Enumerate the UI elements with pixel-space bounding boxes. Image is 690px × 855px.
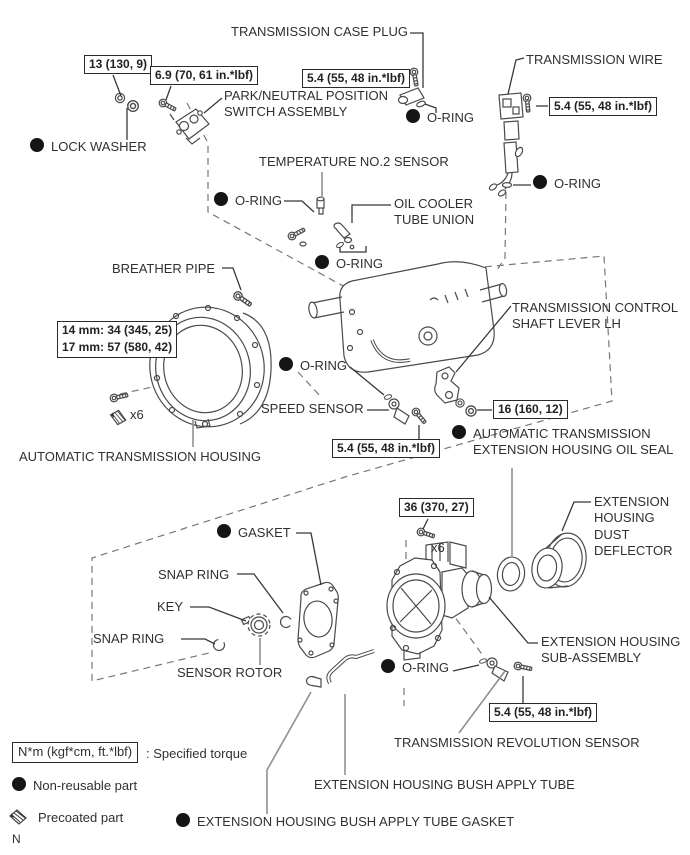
- torque-box-36: 36 (370, 27): [399, 498, 474, 518]
- bell-housing-drawing: [149, 304, 272, 429]
- speed-sensor-drawing: [383, 393, 429, 426]
- label-bush-apply-tube-gasket: EXTENSION HOUSING BUSH APPLY TUBE GASKET: [176, 813, 514, 830]
- label-revolution-sensor: TRANSMISSION REVOLUTION SENSOR: [394, 735, 640, 750]
- snap-ring-2-drawing: [210, 636, 228, 654]
- label-gasket: GASKET: [217, 524, 291, 541]
- label-snap-ring-1: SNAP RING: [158, 567, 230, 582]
- label-control-shaft-lever: TRANSMISSION CONTROL SHAFT LEVER LH: [512, 300, 679, 332]
- label-temperature-sensor: TEMPERATURE NO.2 SENSOR: [259, 154, 449, 169]
- legend-non-reusable: Non-reusable part: [12, 777, 137, 794]
- bush-drawing: [305, 675, 322, 688]
- label-x6-extension: x6: [431, 540, 445, 555]
- label-dust-deflector: EXTENSION HOUSING DUST DEFLECTOR: [594, 494, 673, 558]
- label-bush-apply-tube: EXTENSION HOUSING BUSH APPLY TUBE: [314, 777, 575, 792]
- extension-bolt-drawing: [415, 526, 437, 541]
- torque-box-54-speed: 5.4 (55, 48 in.*lbf): [332, 439, 441, 459]
- label-breather-pipe: BREATHER PIPE: [112, 261, 216, 276]
- extension-housing-drawing: [386, 541, 493, 661]
- label-o-ring-case-plug: O-RING: [406, 109, 474, 126]
- label-o-ring-temp: O-RING: [214, 192, 282, 209]
- label-oil-cooler-union: OIL COOLER TUBE UNION: [394, 196, 475, 228]
- label-x6-housing: x6: [130, 407, 144, 422]
- torque-box-14-17: 14 mm: 34 (345, 25) 17 mm: 57 (580, 42): [57, 321, 178, 358]
- transmission-wire-drawing: [488, 92, 533, 197]
- temperature-sensor-drawing: [316, 196, 325, 215]
- label-o-ring-revolution: O-RING: [381, 659, 449, 676]
- torque-box-13: 13 (130, 9): [84, 55, 153, 75]
- torque-box-16: 16 (160, 12): [493, 400, 568, 420]
- label-o-ring-speed: O-RING: [279, 357, 347, 374]
- switch-bolt-drawing: [157, 97, 178, 114]
- label-transmission-case-plug: TRANSMISSION CASE PLUG: [231, 24, 408, 39]
- non-reusable-dot: [381, 659, 395, 673]
- label-sensor-rotor: SENSOR ROTOR: [177, 665, 283, 680]
- non-reusable-dot: [12, 777, 26, 791]
- oil-cooler-union-drawing: [286, 222, 355, 250]
- lever-nut-washer-drawing: [455, 398, 477, 417]
- label-ext-oil-seal: AUTOMATIC TRANSMISSION EXTENSION HOUSING…: [452, 425, 673, 459]
- footer-n: N: [12, 832, 21, 846]
- key-drawing: [240, 615, 252, 626]
- non-reusable-dot: [176, 813, 190, 827]
- legend-torque-desc: : Specified torque: [146, 746, 248, 761]
- park-neutral-switch-drawing: [169, 108, 210, 145]
- dust-deflector-drawing: [531, 532, 587, 589]
- non-reusable-dot: [30, 138, 44, 152]
- non-reusable-dot: [279, 357, 293, 371]
- breather-pipe-drawing: [231, 289, 254, 309]
- torque-box-54-bottom: 5.4 (55, 48 in.*lbf): [489, 703, 598, 723]
- transmission-body-drawing: [308, 261, 508, 373]
- non-reusable-dot: [452, 425, 466, 439]
- leader-lines: [112, 32, 591, 704]
- label-o-ring-wire: O-RING: [533, 175, 601, 192]
- snap-ring-1-drawing: [277, 613, 295, 631]
- label-ext-sub-assembly: EXTENSION HOUSING SUB-ASSEMBLY: [541, 634, 681, 666]
- apply-tube-drawing: [326, 649, 375, 684]
- label-snap-ring-2: SNAP RING: [93, 631, 165, 646]
- case-plug-drawing: [397, 66, 427, 109]
- non-reusable-dot: [214, 192, 228, 206]
- legend-precoated: Precoated part: [38, 810, 124, 825]
- torque-box-54-wire: 5.4 (55, 48 in.*lbf): [549, 97, 658, 117]
- non-reusable-dot: [217, 524, 231, 538]
- non-reusable-dot: [315, 255, 329, 269]
- label-transmission-housing: AUTOMATIC TRANSMISSION HOUSING: [19, 449, 261, 464]
- precoated-icon: [9, 809, 27, 825]
- legend-torque-box: N*m (kgf*cm, ft.*lbf): [12, 742, 139, 763]
- oil-seal-drawing: [496, 556, 526, 592]
- precoated-bolt-x6-drawing: [108, 390, 130, 427]
- sensor-rotor-drawing: [247, 613, 271, 637]
- torque-box-54-top: 5.4 (55, 48 in.*lbf): [302, 69, 411, 89]
- revolution-sensor-drawing: [478, 657, 534, 682]
- label-transmission-wire: TRANSMISSION WIRE: [526, 52, 663, 67]
- non-reusable-dot: [406, 109, 420, 123]
- label-lock-washer: LOCK WASHER: [30, 138, 147, 155]
- leader-lines-gray: [192, 172, 513, 814]
- gasket-drawing: [297, 581, 339, 659]
- label-speed-sensor: SPEED SENSOR: [261, 401, 364, 416]
- label-key: KEY: [157, 599, 184, 614]
- non-reusable-dot: [533, 175, 547, 189]
- label-o-ring-center: O-RING: [315, 255, 383, 272]
- control-shaft-lever-drawing: [434, 366, 460, 404]
- torque-box-69: 6.9 (70, 61 in.*lbf): [150, 66, 259, 86]
- label-park-neutral-switch: PARK/NEUTRAL POSITION SWITCH ASSEMBLY: [224, 88, 388, 120]
